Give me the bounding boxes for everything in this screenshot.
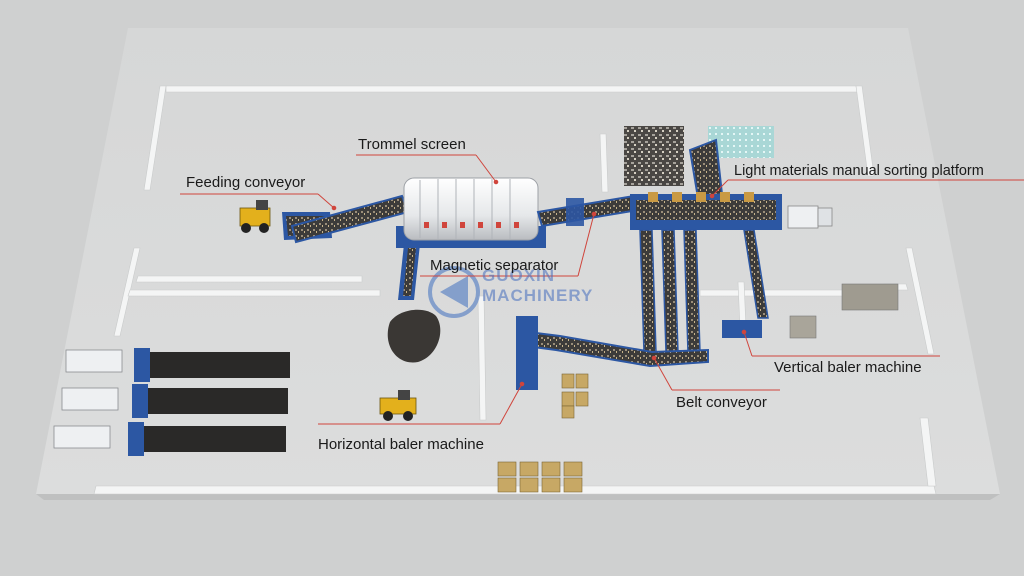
- watermark-line1: GUOXIN: [482, 266, 556, 285]
- bales-bottom: [497, 461, 583, 493]
- label-belt-conveyor: Belt conveyor: [676, 394, 767, 411]
- leader-lines: [180, 154, 1024, 425]
- floor-edge: [36, 494, 1000, 500]
- belt-conveyor: [516, 316, 709, 390]
- guoxin-logo-icon: [428, 266, 480, 318]
- label-trommel-screen: Trommel screen: [358, 136, 466, 153]
- label-feeding-conveyor: Feeding conveyor: [186, 174, 306, 191]
- ferrous-pile: [387, 309, 441, 363]
- transfer-conveyor: [536, 194, 640, 228]
- watermark: GUOXIN MACHINERY: [430, 266, 670, 328]
- label-magnetic-separator: Magnetic separator: [430, 257, 559, 274]
- bales-center: [561, 373, 589, 419]
- fine-material-lines: [53, 348, 290, 456]
- vertical-baler: [722, 283, 899, 339]
- label-light-materials-sorting-platform: Light materials manual sorting platform: [734, 163, 984, 179]
- wheel-loader-1: [239, 200, 271, 233]
- label-vertical-baler-machine: Vertical baler machine: [774, 359, 922, 376]
- trommel-screen: [396, 177, 546, 248]
- wheel-loader-2: [379, 390, 417, 421]
- sorted-material-conveyors: [639, 229, 769, 353]
- label-horizontal-baler-machine: Horizontal baler machine: [318, 436, 484, 453]
- sorting-platform: [624, 126, 833, 230]
- watermark-line2: MACHINERY: [482, 286, 594, 305]
- magnetic-separator: [387, 244, 441, 363]
